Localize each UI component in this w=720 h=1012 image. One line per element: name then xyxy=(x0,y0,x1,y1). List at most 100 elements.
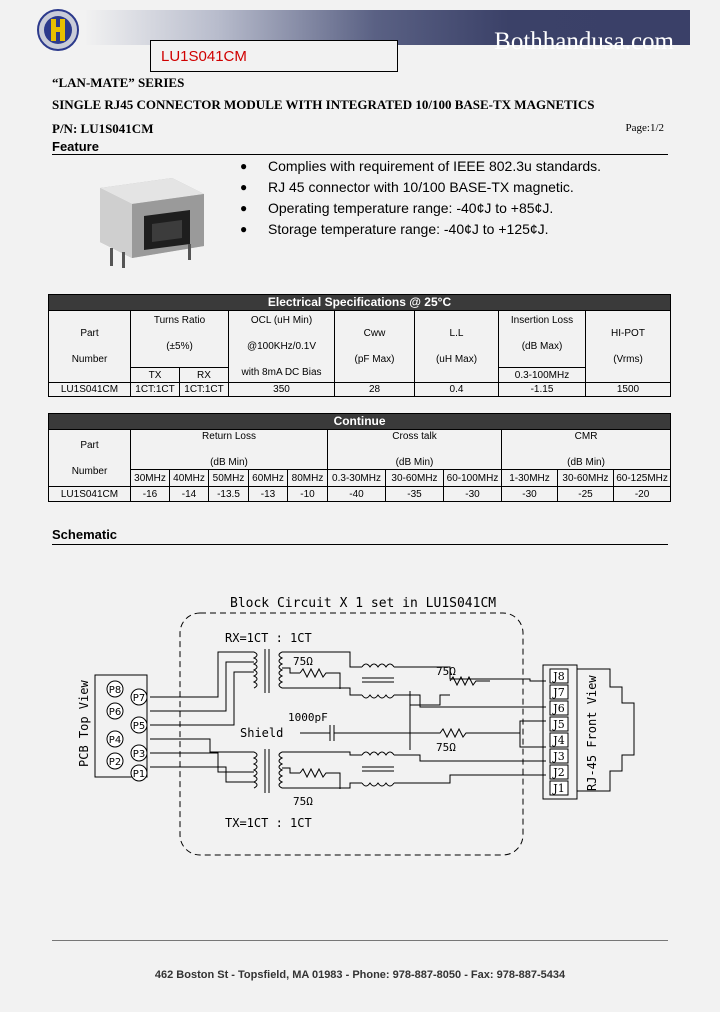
pcb-pin-p5: P5 xyxy=(130,716,148,734)
pcb-pin-p4: P4 xyxy=(106,730,124,748)
rx-primary-coil xyxy=(252,651,258,689)
cell-hipot: 1500 xyxy=(585,382,671,397)
svg-text:J1: J1 xyxy=(552,782,564,795)
cell-value: -13 xyxy=(248,486,288,502)
freq-header: 60MHz xyxy=(248,469,288,487)
cell-value: -16 xyxy=(130,486,170,502)
cell-rx: 1CT:1CT xyxy=(179,382,229,397)
resistor-75-tx xyxy=(299,767,341,789)
schematic-heading: Schematic xyxy=(52,527,118,542)
header-cmr: CMR(dB Min) xyxy=(500,429,672,470)
cell-value: -25 xyxy=(557,486,614,502)
cell-tx: 1CT:1CT xyxy=(130,382,180,397)
svg-text:J5: J5 xyxy=(552,718,564,731)
pcb-pin-p3: P3 xyxy=(130,744,148,762)
module-outline xyxy=(179,612,524,856)
pcb-top-view-label: PCB Top View xyxy=(77,680,91,767)
cell-ocl: 350 xyxy=(228,382,335,397)
shield-label: Shield xyxy=(240,726,283,740)
resistor-label: 75Ω xyxy=(293,795,313,808)
resistor-75-rx xyxy=(299,667,341,689)
pcb-pin-p2: P2 xyxy=(106,752,124,770)
table-title: Electrical Specifications @ 25°C xyxy=(48,294,671,311)
page-number: Page:1/2 xyxy=(625,122,665,134)
feature-text: RJ 45 connector with 10/100 BASE-TX magn… xyxy=(268,179,574,195)
resistor-label: 75Ω xyxy=(436,665,456,678)
table-title: Continue xyxy=(47,413,672,430)
header-il-range: 0.3-100MHz xyxy=(498,367,586,383)
svg-text:P2: P2 xyxy=(109,757,121,768)
feature-divider xyxy=(52,154,668,155)
svg-text:J4: J4 xyxy=(552,734,564,747)
rx-choke-bottom xyxy=(361,694,395,699)
freq-header: 30-60MHz xyxy=(385,469,444,487)
cell-cww: 28 xyxy=(334,382,415,397)
cell-value: -10 xyxy=(287,486,328,502)
capacitor-label: 1000pF xyxy=(288,711,328,724)
svg-text:P1: P1 xyxy=(133,769,145,780)
schematic-divider xyxy=(52,544,668,545)
freq-header: 0.3-30MHz xyxy=(327,469,386,487)
company-logo-icon xyxy=(37,9,79,51)
pcb-pin-p7: P7 xyxy=(130,688,148,706)
freq-header: 40MHz xyxy=(169,469,209,487)
footer-divider xyxy=(52,940,668,941)
svg-text:P3: P3 xyxy=(133,749,145,760)
footer-contact: 462 Boston St - Topsfield, MA 01983 - Ph… xyxy=(154,969,566,981)
bullet-icon: ● xyxy=(240,201,248,215)
freq-header: 60-100MHz xyxy=(443,469,502,487)
bullet-icon: ● xyxy=(240,222,248,236)
svg-text:P8: P8 xyxy=(109,685,121,696)
header-hipot: HI-POT(Vrms) xyxy=(585,310,671,383)
table-row: LU1S041CM 1CT:1CT 1CT:1CT 350 28 0.4 -1.… xyxy=(48,382,671,397)
rj45-pin-j5: J5 xyxy=(549,716,569,732)
cell-part: LU1S041CM xyxy=(48,382,131,397)
rj45-pin-j3: J3 xyxy=(549,748,569,764)
resistor-label: 75Ω xyxy=(436,741,456,754)
table-row: LU1S041CM -16 -14 -13.5 -13 -10 -40 -35 … xyxy=(48,486,672,502)
cell-value: -14 xyxy=(169,486,209,502)
tx-ratio-label: TX=1CT : 1CT xyxy=(225,816,312,830)
part-number-line: P/N: LU1S041CM xyxy=(52,121,154,136)
freq-header: 60-125MHz xyxy=(612,469,672,487)
cell-part: LU1S041CM xyxy=(48,486,131,502)
cell-value: -20 xyxy=(612,486,672,502)
header-ll: L.L(uH Max) xyxy=(414,310,499,383)
rj45-pin-j1: J1 xyxy=(549,780,569,796)
tx-choke-bottom xyxy=(361,782,395,787)
pcb-pin-p1: P1 xyxy=(130,764,148,782)
rj45-pin-j6: J6 xyxy=(549,700,569,716)
header-turns-ratio: Turns Ratio(±5%) xyxy=(130,310,229,368)
header-tx: TX xyxy=(130,367,180,383)
bullet-icon: ● xyxy=(240,159,248,173)
header-cww: Cww(pF Max) xyxy=(334,310,415,383)
part-number-label: LU1S041CM xyxy=(161,48,247,65)
tx-choke-top xyxy=(361,751,395,756)
rj45-pin-j2: J2 xyxy=(549,764,569,780)
rj45-front-view-label: RJ-45 Front View xyxy=(585,675,599,791)
cell-value: -35 xyxy=(385,486,444,502)
header-rx: RX xyxy=(179,367,229,383)
document-subtitle: SINGLE RJ45 CONNECTOR MODULE WITH INTEGR… xyxy=(52,97,595,112)
rx-choke-top xyxy=(361,663,395,668)
rj45-outline xyxy=(577,668,635,792)
svg-text:P7: P7 xyxy=(133,693,145,704)
svg-text:J3: J3 xyxy=(552,750,564,763)
cell-value: -13.5 xyxy=(208,486,249,502)
rx-ratio-label: RX=1CT : 1CT xyxy=(225,631,312,645)
freq-header: 1-30MHz xyxy=(501,469,558,487)
feature-text: Complies with requirement of IEEE 802.3u… xyxy=(268,158,602,174)
freq-header: 80MHz xyxy=(287,469,328,487)
schematic-title: Block Circuit X 1 set in LU1S041CM xyxy=(230,596,496,611)
feature-text: Operating temperature range: -40¢J to +8… xyxy=(268,200,554,216)
block-circuit-diagram: P8 P7 P6 P5 P4 P3 P2 P1 J8 J7 J6 J5 J4 J… xyxy=(77,596,635,856)
svg-text:J7: J7 xyxy=(552,686,564,699)
pcb-pin-p8: P8 xyxy=(106,680,124,698)
pcb-pin-p6: P6 xyxy=(106,702,124,720)
bullet-icon: ● xyxy=(240,180,248,194)
resistor-label: 75Ω xyxy=(293,655,313,668)
cell-value: -40 xyxy=(327,486,386,502)
